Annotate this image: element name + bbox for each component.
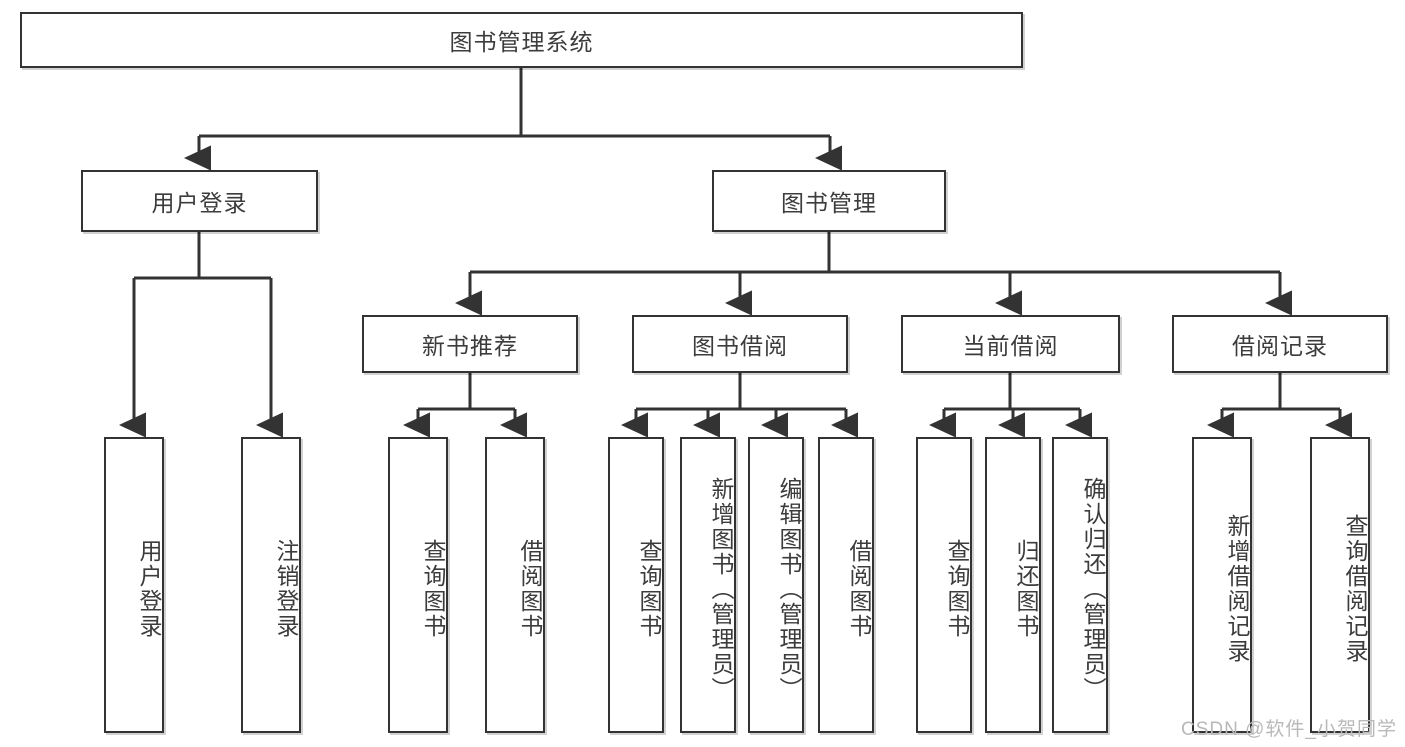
leaf-return-book[interactable]: 归还图书 <box>985 437 1041 733</box>
leaf-user-login[interactable]: 用户登录 <box>104 437 164 733</box>
leaf-query-book-1[interactable]: 查询图书 <box>388 437 448 733</box>
leaf-logout[interactable]: 注销登录 <box>241 437 301 733</box>
leaf-borrow-book-1[interactable]: 借阅图书 <box>485 437 545 733</box>
node-root[interactable]: 图书管理系统 <box>20 12 1023 68</box>
node-book-borrow[interactable]: 图书借阅 <box>632 315 848 373</box>
watermark: CSDN @软件_小贺同学 <box>1181 719 1397 740</box>
leaf-edit-book[interactable]: 编辑图书（管理员） <box>748 437 804 733</box>
leaf-add-record[interactable]: 新增借阅记录 <box>1192 437 1252 733</box>
node-borrow-record[interactable]: 借阅记录 <box>1172 315 1388 373</box>
leaf-query-book-2[interactable]: 查询图书 <box>608 437 664 733</box>
node-new-book-recommend[interactable]: 新书推荐 <box>362 315 578 373</box>
node-user-login[interactable]: 用户登录 <box>81 170 318 232</box>
leaf-query-record[interactable]: 查询借阅记录 <box>1310 437 1370 733</box>
leaf-add-book[interactable]: 新增图书（管理员） <box>680 437 736 733</box>
node-book-management[interactable]: 图书管理 <box>712 170 946 232</box>
leaf-query-book-3[interactable]: 查询图书 <box>916 437 972 733</box>
leaf-confirm-return[interactable]: 确认归还（管理员） <box>1052 437 1108 733</box>
node-current-borrow[interactable]: 当前借阅 <box>901 315 1120 373</box>
leaf-borrow-book-2[interactable]: 借阅图书 <box>818 437 874 733</box>
